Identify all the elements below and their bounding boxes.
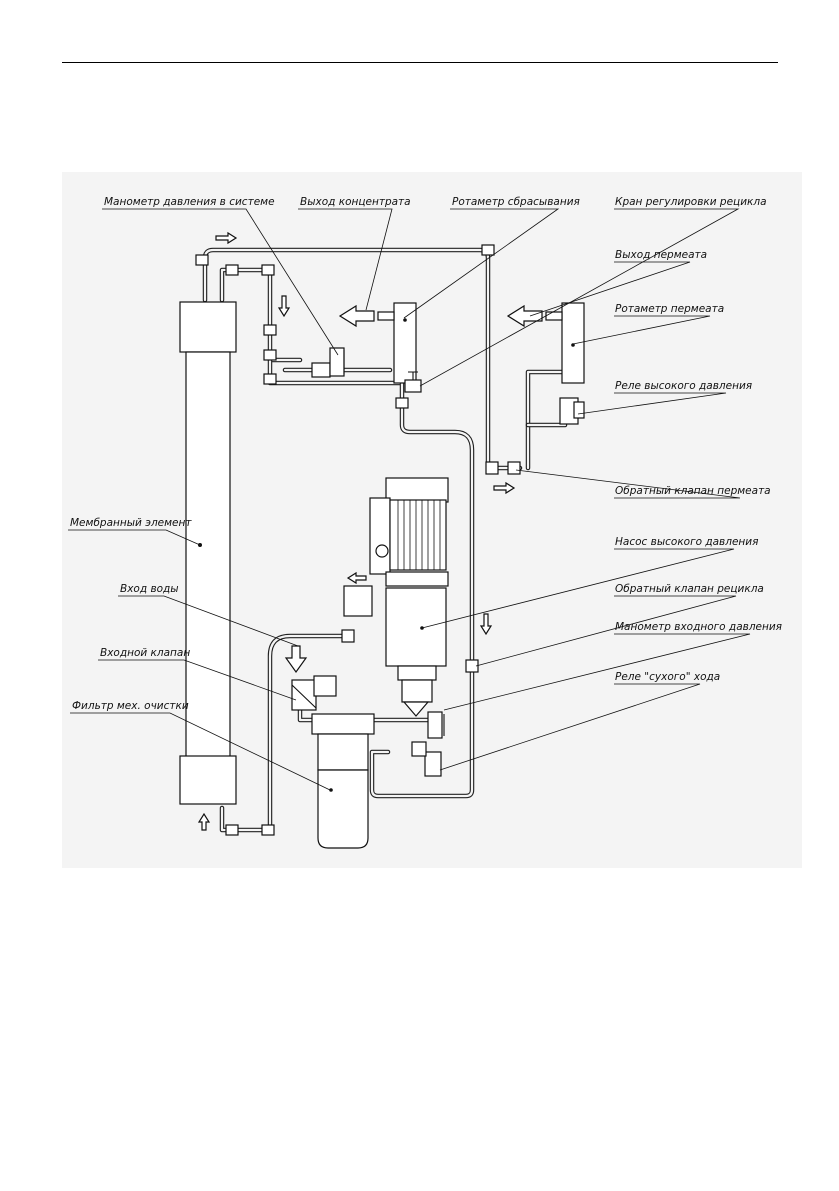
mechanical-filter bbox=[311, 713, 375, 849]
label-permeate-out: Выход пермеата bbox=[615, 249, 707, 261]
label-inlet-gauge: Манометр входного давления bbox=[615, 621, 782, 633]
dry-run-relay bbox=[411, 741, 442, 777]
piping bbox=[202, 247, 568, 833]
permeate-rotameter bbox=[545, 302, 585, 384]
inlet-valve bbox=[291, 675, 337, 711]
header-rule bbox=[62, 62, 778, 63]
fittings bbox=[195, 244, 521, 836]
label-membrane-element: Мембранный элемент bbox=[70, 517, 192, 529]
callout-leaders bbox=[68, 208, 751, 791]
label-dry-run-relay: Реле "сухого" хода bbox=[615, 671, 720, 683]
high-pressure-relay bbox=[559, 397, 585, 425]
system-pressure-gauge bbox=[311, 347, 345, 378]
label-high-pressure-pump: Насос высокого давления bbox=[615, 536, 758, 548]
label-system-gauge: Манометр давления в системе bbox=[104, 196, 275, 208]
label-drain-rotameter: Ротаметр сбрасывания bbox=[452, 196, 580, 208]
inlet-pressure-gauge bbox=[427, 711, 445, 739]
label-permeate-rotameter: Ротаметр пермеата bbox=[615, 303, 724, 315]
flow-arrows bbox=[197, 231, 543, 831]
label-high-pressure-relay: Реле высокого давления bbox=[615, 380, 752, 392]
membrane-element bbox=[179, 301, 237, 805]
label-inlet-valve: Входной клапан bbox=[100, 647, 190, 659]
high-pressure-pump bbox=[343, 477, 449, 717]
label-mech-filter: Фильтр мех. очистки bbox=[72, 700, 189, 712]
label-concentrate-out: Выход концентрата bbox=[300, 196, 411, 208]
label-recycle-valve: Кран регулировки рецикла bbox=[615, 196, 767, 208]
recycle-regulating-valve bbox=[404, 371, 422, 393]
label-permeate-check-valve: Обратный клапан пермеата bbox=[615, 485, 771, 497]
label-recycle-check-valve: Обратный клапан рецикла bbox=[615, 583, 764, 595]
label-water-inlet: Вход воды bbox=[120, 583, 179, 595]
